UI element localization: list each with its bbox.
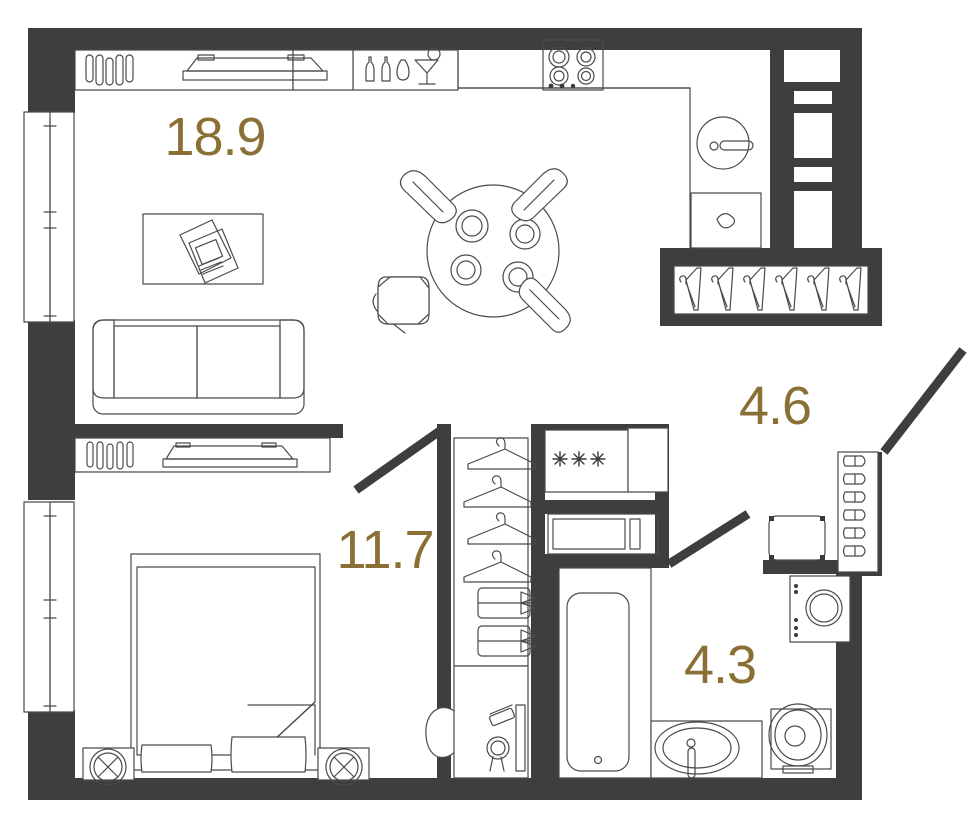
coat-hanger-icon (679, 267, 702, 311)
wall-bedroom-right (437, 424, 451, 780)
bathtub-drain (593, 755, 603, 765)
shoe-rack (837, 451, 879, 573)
asterisks-icon (552, 451, 606, 467)
wall-exterior-bottom (28, 778, 862, 800)
coat-hanger-icon (711, 267, 734, 311)
coat-hanger-icon (807, 267, 830, 311)
area-labels-group: 18.9 11.7 4.6 4.3 (164, 107, 812, 695)
hall-group (768, 451, 879, 573)
wall-bathroom-left (545, 554, 559, 780)
wall-utility-left (770, 40, 784, 252)
hand-mirror-icon (486, 736, 510, 772)
nightstand-right (317, 747, 370, 786)
hair-brush-icon (489, 704, 515, 727)
wall-glazed-door-mullion-mid2 (784, 158, 842, 167)
door-bedroom[interactable] (353, 424, 447, 494)
boiler-unit (547, 513, 659, 555)
doors-group (353, 347, 967, 568)
books-icon-bedroom (86, 441, 134, 470)
area-label-hall: 4.6 (739, 376, 811, 436)
walls-group (28, 28, 882, 800)
bathroom-group (558, 567, 851, 779)
area-label-bedroom: 11.7 (336, 520, 433, 580)
toilet (768, 703, 832, 774)
door-bathroom[interactable] (666, 510, 751, 568)
hall-stool (768, 515, 826, 561)
window-left-upper-sash (49, 111, 75, 323)
utility-cabinet (690, 192, 762, 249)
living-bar-band (352, 49, 459, 91)
wall-glazed-door-mullion-top (784, 82, 842, 91)
windows-group (23, 111, 75, 713)
clothes-hanger-icon (463, 475, 532, 508)
folded-clothes-shelf (477, 625, 537, 657)
wall-exterior-top (28, 28, 862, 50)
folded-clothes-shelf (477, 587, 537, 619)
area-label-living: 18.9 (164, 107, 265, 167)
bar-icon (365, 47, 441, 85)
wall-utility-closet-left (660, 248, 674, 326)
coat-hanger-icon (775, 267, 798, 311)
living-shelf-band (74, 49, 294, 91)
wardrobe-group (453, 437, 537, 779)
clothes-hanger-icon (463, 550, 532, 583)
clothes-hanger-icon (467, 512, 536, 545)
utility-group (673, 116, 869, 315)
books-icon (85, 54, 134, 86)
round-appliance-icon (696, 116, 754, 170)
washing-machine (789, 575, 851, 643)
wall-partition-living-bedroom (75, 424, 343, 438)
television-icon (182, 54, 328, 81)
storage-group (544, 427, 669, 555)
washbasin (650, 720, 763, 779)
wall-wardrobe-right (531, 424, 545, 780)
living-tv-band (292, 49, 354, 91)
bed (130, 553, 321, 773)
clothes-hanger-icon (467, 437, 536, 470)
wardrobe-rail-area (453, 437, 529, 667)
full-length-mirror-icon (515, 704, 526, 772)
coat-hangers-row (673, 265, 869, 315)
television-icon-bedroom (162, 442, 298, 468)
nightstand-left (82, 747, 135, 786)
coat-hanger-icon (743, 267, 766, 311)
sofa (92, 319, 305, 415)
wall-glazed-door-mullion-mid1 (784, 104, 842, 113)
wall-utility-lower (660, 248, 882, 268)
wall-exterior-right-upper (840, 28, 862, 250)
wall-glazed-door-mullion-mid3 (784, 182, 842, 191)
coffee-table (142, 213, 264, 285)
wall-storage-bottom (531, 554, 669, 568)
dining-chairs (372, 168, 571, 334)
wall-left-seg-mid (28, 322, 75, 500)
wall-utility-closet-right (868, 248, 882, 326)
bedroom-group (74, 437, 464, 786)
area-label-bathroom: 4.3 (684, 635, 756, 695)
window-left-lower-sash (49, 501, 75, 713)
bathtub (566, 592, 630, 772)
coat-hanger-icon (839, 267, 862, 311)
living-room-group (74, 39, 691, 415)
door-entrance[interactable] (880, 347, 967, 455)
cooktop-icon (542, 39, 604, 91)
storage-shelf-right (627, 427, 669, 493)
wall-storage-mid (531, 500, 655, 514)
